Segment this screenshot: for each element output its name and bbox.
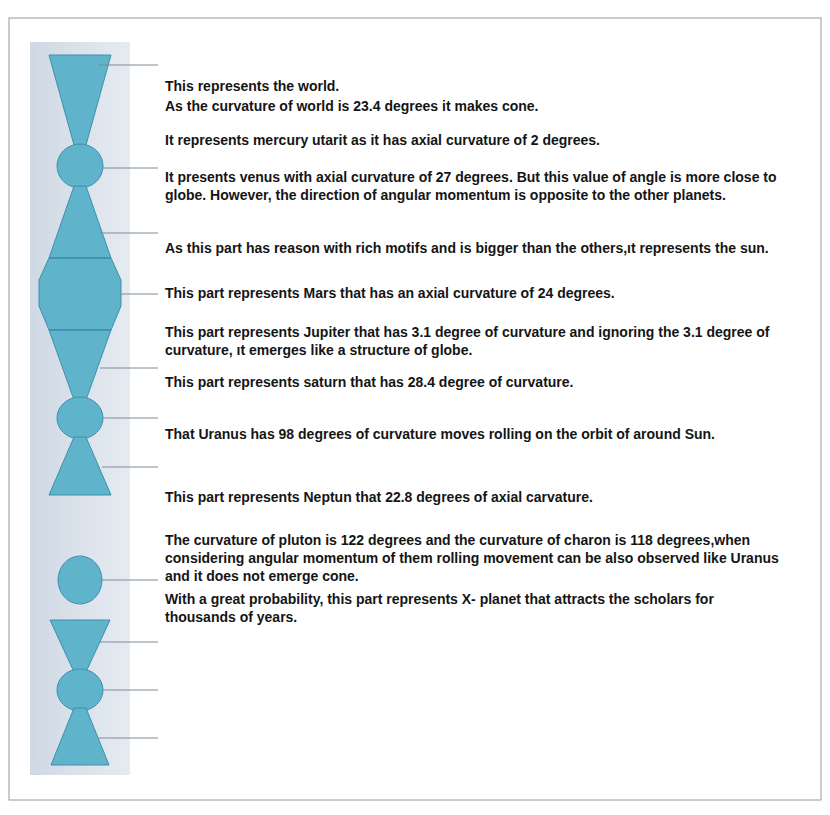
cone-world [49, 55, 111, 145]
planet-note: That Uranus has 98 degrees of curvature … [165, 425, 785, 443]
leader-line [102, 580, 158, 581]
globe-mercury [57, 144, 103, 188]
planet-note: This part represents Neptun that 22.8 de… [165, 488, 785, 506]
planet-note: With a great probability, this part repr… [165, 590, 785, 626]
leader-line [103, 168, 158, 169]
leader-line [98, 65, 158, 66]
planet-note: It presents venus with axial curvature o… [165, 168, 785, 204]
leader-line [121, 294, 158, 295]
joints [49, 258, 111, 330]
leader-line [102, 467, 158, 468]
planet-column [39, 55, 121, 765]
globe-pluto [57, 669, 103, 711]
body-sun [39, 258, 121, 330]
planet-note: As the curvature of world is 23.4 degree… [165, 97, 785, 115]
planet-note: As this part has reason with rich motifs… [165, 239, 785, 257]
cone-venus [49, 186, 111, 258]
leader-line [103, 418, 158, 419]
joint-line [49, 257, 111, 259]
leader-line [103, 690, 158, 691]
joint-line [49, 329, 111, 331]
globe-jupiter [57, 397, 103, 439]
frame [9, 18, 821, 800]
cone-neptune [50, 620, 110, 672]
planet-note: This represents the world. [165, 77, 785, 95]
cone-saturn [49, 437, 111, 495]
column-ground [30, 42, 130, 775]
leader-line [100, 368, 158, 369]
globe-uranus [58, 556, 102, 604]
planet-note: The curvature of pluton is 122 degrees a… [165, 531, 785, 585]
leader-line [100, 233, 158, 234]
cone-x-planet [51, 708, 109, 765]
planet-note: This part represents saturn that has 28.… [165, 373, 785, 391]
leader-line [100, 642, 158, 643]
leader-line [98, 738, 158, 739]
planet-note: It represents mercury utarit as it has a… [165, 131, 785, 149]
planet-note: This part represents Jupiter that has 3.… [165, 323, 785, 359]
planet-note: This part represents Mars that has an ax… [165, 284, 785, 302]
cone-mars [49, 330, 111, 400]
leader-lines [98, 65, 158, 738]
